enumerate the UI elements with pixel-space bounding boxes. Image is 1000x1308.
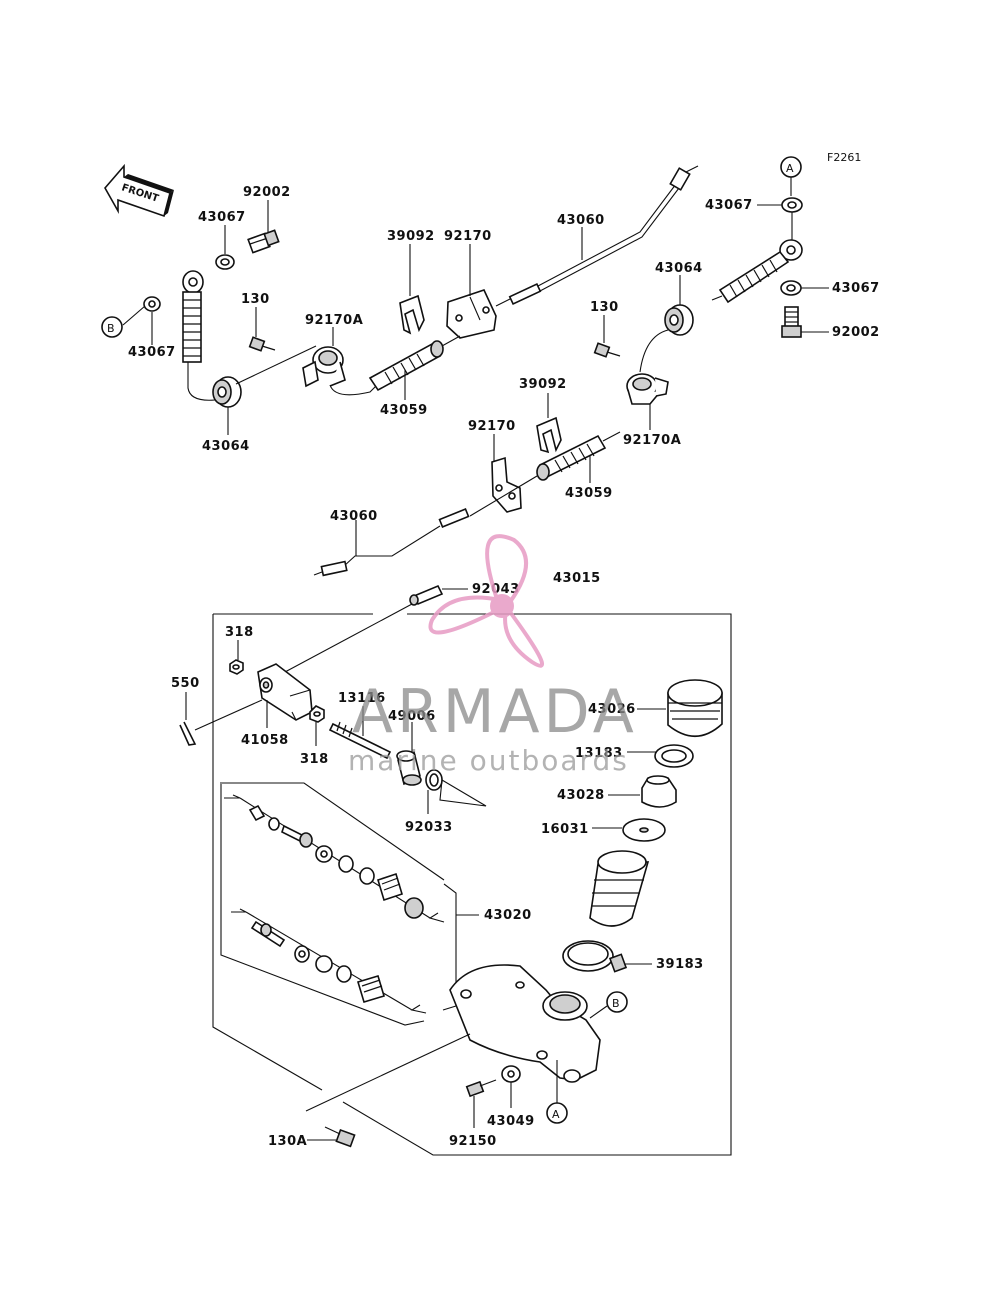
assembly-outline [212, 613, 732, 1156]
part-label-43028: 43028 [557, 788, 605, 803]
part-label-43067-right-top: 43067 [705, 198, 753, 213]
figure-code: F2261 [827, 151, 861, 164]
clamp-92170A-left-icon [302, 346, 346, 388]
ref-a-label-top: A [786, 162, 794, 175]
reference-b-icon [101, 316, 123, 338]
piston-kit-parts-row-2 [250, 920, 385, 1003]
part-label-13183: 13183 [575, 746, 623, 761]
cable-end-right-icon [711, 239, 803, 304]
bolt-130A-icon [324, 1126, 356, 1148]
grommet-43064-left-icon [212, 376, 242, 408]
hose-clamp-39183-icon [562, 940, 628, 973]
part-label-39092-mid: 39092 [519, 377, 567, 392]
part-label-92150: 92150 [449, 1134, 497, 1149]
bolt-130-left-icon [248, 336, 276, 352]
part-label-43059-mid: 43059 [565, 486, 613, 501]
part-label-16031: 16031 [541, 822, 589, 837]
part-label-43067-left-bottom: 43067 [128, 345, 176, 360]
part-label-39183: 39183 [656, 957, 704, 972]
watermark-tagline: marine outboards [348, 744, 629, 777]
cable-rod-43060-top-icon [495, 165, 699, 307]
cable-end-left-icon [182, 270, 216, 401]
boot-49006-icon [396, 750, 422, 786]
cable-adjuster-43059-top-icon [368, 335, 461, 392]
part-label-130-left: 130 [241, 292, 270, 307]
reservoir-tank-icon [589, 850, 650, 927]
clevis-41058-icon [257, 663, 313, 721]
part-label-43067-left-top: 43067 [198, 210, 246, 225]
part-label-92033: 92033 [405, 820, 453, 835]
part-label-92170-mid: 92170 [468, 419, 516, 434]
plate-13183-icon [654, 744, 694, 768]
part-label-318-bottom: 318 [300, 752, 329, 767]
part-label-39092-top: 39092 [387, 229, 435, 244]
watermark-brand: ARMADA [352, 677, 638, 747]
part-label-92170-top: 92170 [444, 229, 492, 244]
circlip-92033-icon [425, 769, 443, 791]
bolt-92002-left-icon [247, 229, 280, 254]
part-label-92002-right: 92002 [832, 325, 880, 340]
part-label-43060-mid: 43060 [330, 509, 378, 524]
part-label-550: 550 [171, 676, 200, 691]
part-label-49006: 49006 [388, 709, 436, 724]
piston-kit-outline [220, 782, 457, 1026]
front-arrow-icon: FRONT [104, 163, 174, 218]
bracket-92170-top-icon [446, 289, 497, 339]
part-label-92170A-left: 92170A [305, 313, 363, 328]
push-rod-13116-icon [328, 721, 392, 760]
part-label-92170A-right: 92170A [623, 433, 681, 448]
clip-39092-mid-icon [536, 416, 562, 454]
part-label-43067-right-bottom: 43067 [832, 281, 880, 296]
part-label-43059-top: 43059 [380, 403, 428, 418]
part-label-43060-top: 43060 [557, 213, 605, 228]
part-label-130A: 130A [268, 1134, 307, 1149]
bolt-92150-icon [465, 1079, 497, 1098]
ref-a-label-bottom: A [552, 1108, 560, 1121]
ref-b-label: B [107, 322, 115, 335]
pin-92043-icon [409, 584, 444, 606]
piston-kit-parts-row-1 [248, 804, 424, 919]
master-cylinder-body-icon [449, 964, 601, 1083]
cotter-pin-550-icon [179, 721, 197, 746]
clamp-92170A-right-icon [626, 373, 669, 405]
clip-39092-top-icon [399, 294, 425, 335]
part-label-43015: 43015 [553, 571, 601, 586]
reference-b-icon [606, 991, 628, 1013]
part-label-43020: 43020 [484, 908, 532, 923]
part-label-130-right: 130 [590, 300, 619, 315]
diaphragm-43028-icon [641, 775, 677, 808]
bolt-92002-right-icon [781, 306, 802, 338]
part-label-13116: 13116 [338, 691, 386, 706]
bracket-92170-mid-icon [491, 456, 522, 513]
part-label-43064-right: 43064 [655, 261, 703, 276]
part-label-43064-left: 43064 [202, 439, 250, 454]
part-label-43049: 43049 [487, 1114, 535, 1129]
part-label-43026: 43026 [588, 702, 636, 717]
reservoir-cap-43026-icon [667, 679, 723, 737]
bolt-130-right-icon [593, 342, 621, 358]
ref-b-label-body: B [612, 997, 620, 1010]
part-label-92002-left: 92002 [243, 185, 291, 200]
cable-rod-43060-mid-icon [313, 475, 538, 577]
part-label-318-top: 318 [225, 625, 254, 640]
washer-16031-icon [622, 818, 666, 842]
part-label-41058: 41058 [241, 733, 289, 748]
nut-318-top-icon [229, 659, 244, 675]
armada-logo-watermark [428, 534, 544, 668]
nut-318-bottom-icon [309, 705, 325, 723]
cable-adjuster-43059-mid-icon [536, 431, 621, 481]
grommet-43064-right-icon [664, 304, 694, 336]
